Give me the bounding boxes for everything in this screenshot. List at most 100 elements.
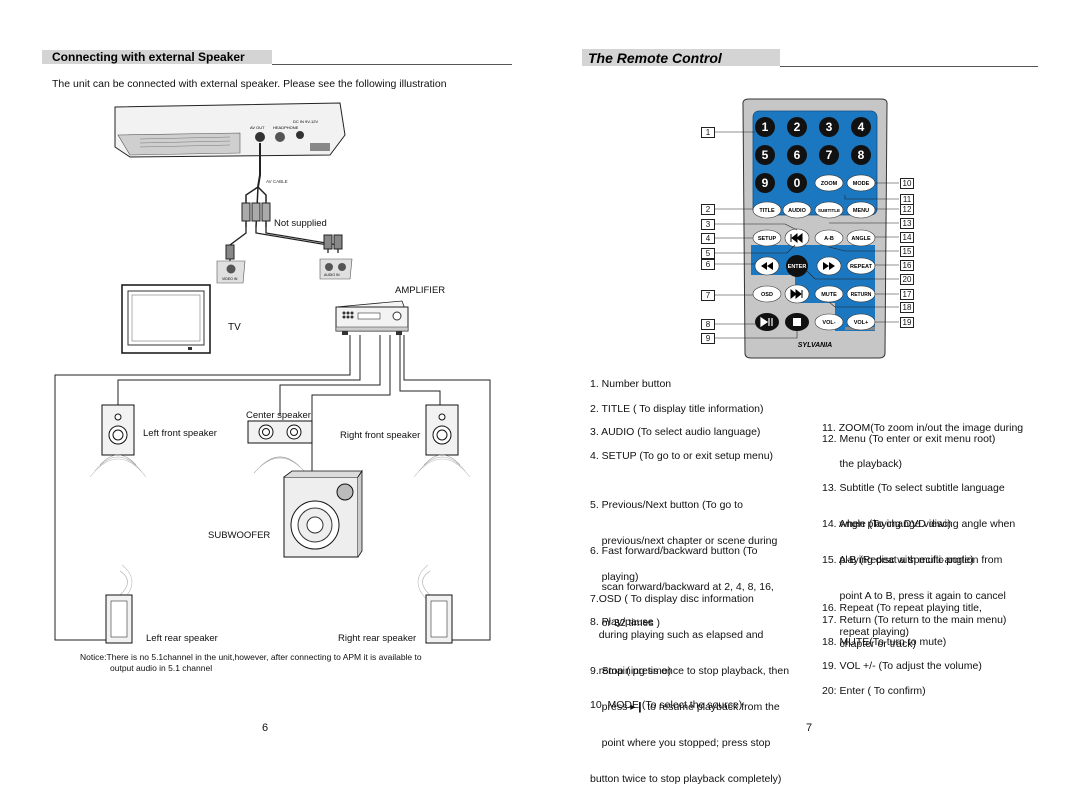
page-number-right: 7 (806, 722, 813, 734)
desc-7: 7.OSD ( To display disc information duri… (590, 569, 763, 689)
remote-section-rule (780, 66, 1038, 67)
desc-line: 13. Subtitle (To select subtitle languag… (822, 482, 1005, 494)
desc-line: 17. Return (To return to the main menu) (822, 614, 1007, 626)
callout-3: 3 (701, 219, 715, 230)
number-4-button[interactable] (851, 117, 871, 137)
desc-16: 16. Repeat (To repeat playing title, cha… (822, 578, 982, 662)
ab-button[interactable] (814, 229, 844, 247)
subwoofer (283, 469, 363, 558)
desc-4: 4. SETUP (To go to or exit setup menu) (590, 450, 773, 462)
remote-section-title: The Remote Control (588, 50, 722, 66)
menu-button[interactable] (846, 201, 876, 219)
desc-14: 14. Angle (To change viewing angle when … (822, 494, 1015, 578)
subtitle-button[interactable] (814, 201, 844, 219)
mute-label: MUTE (821, 292, 837, 298)
desc-line: the playback) (822, 458, 902, 470)
number-9-button[interactable] (755, 173, 775, 193)
number-8-button[interactable] (851, 145, 871, 165)
desc-line: 9. Stop ( press once to stop playback, t… (590, 665, 790, 677)
desc-17: 17. Return (To return to the main menu) (822, 614, 1006, 626)
mode-label: MODE (853, 181, 870, 187)
vol-minus-button[interactable] (814, 313, 844, 331)
desc-line: 5. Previous/Next button (To go to (590, 499, 743, 511)
callout-15: 15 (900, 246, 914, 257)
left-rear-label: Left rear speaker (146, 633, 218, 644)
callout-1: 1 (701, 127, 715, 138)
desc-line: during playing such as elapsed and (590, 629, 764, 641)
desc-line: 20: Enter ( To confirm) (822, 685, 926, 697)
remote-control-figure: 1 2 3 4 5 6 7 8 9 0 ZOOM MODE TITLE AUDI… (715, 98, 899, 359)
angle-button[interactable] (846, 229, 876, 247)
desc-13: 13. Subtitle (To select subtitle languag… (822, 458, 1005, 542)
osd-button[interactable] (752, 285, 782, 303)
audio-label: AUDIO (788, 208, 806, 214)
desc-line: remaining time) (590, 665, 672, 677)
number-6-button[interactable] (787, 145, 807, 165)
number-5-button[interactable] (755, 145, 775, 165)
audio-in-label: AUDIO IN (324, 273, 340, 277)
repeat-label: REPEAT (850, 264, 873, 270)
number-3-button[interactable] (819, 117, 839, 137)
left-front-label: Left front speaker (143, 428, 217, 439)
repeat-button[interactable] (846, 257, 876, 275)
number-1-button[interactable] (755, 117, 775, 137)
return-label: RETURN (851, 292, 872, 298)
number-0-button[interactable] (787, 173, 807, 193)
desc-20: 20: Enter ( To confirm) (822, 685, 926, 697)
desc-8: 8. Play/pause (590, 616, 654, 628)
desc-line: 14. Angle (To change viewing angle when (822, 518, 1016, 530)
headphone-label: HEADPHONE (273, 125, 299, 130)
desc-line: point A to B, press it again to cancel (822, 590, 1006, 602)
number-1-label: 1 (762, 120, 769, 134)
callout-13: 13 (900, 218, 914, 229)
number-7-button[interactable] (819, 145, 839, 165)
dvd-player (114, 102, 346, 158)
connection-diagram: AV OUT HEADPHONE DC IN 9V-12V AV CABLE N… (54, 102, 491, 644)
callout-10: 10 (900, 178, 914, 189)
desc-line: repeat playing) (822, 626, 909, 638)
callout-9: 9 (701, 333, 715, 344)
section-title-bar (42, 50, 272, 64)
desc-15: 15. A-B (Repeat a specific portion from … (822, 530, 1006, 650)
angle-label: ANGLE (851, 236, 871, 242)
osd-label: OSD (761, 292, 773, 298)
fast-backward-icon (761, 262, 773, 270)
callout-8: 8 (701, 319, 715, 330)
section-title: Connecting with external Speaker (52, 50, 245, 64)
menu-label: MENU (853, 208, 869, 214)
desc-line: previous/next chapter or scene during (590, 535, 778, 547)
desc-line: scan forward/backward at 2, 4, 8, 16, (590, 581, 774, 593)
section-rule (272, 64, 512, 65)
desc-2: 2. TITLE ( To display title information) (590, 403, 764, 415)
intro-text: The unit can be connected with external … (52, 78, 447, 90)
stop-icon (793, 318, 801, 326)
zoom-button[interactable] (814, 174, 844, 192)
tv (121, 284, 211, 354)
next-icon (790, 288, 803, 300)
desc-line: 19. VOL +/- (To adjust the volume) (822, 660, 982, 672)
title-button[interactable] (752, 201, 782, 219)
desc-line: 6. Fast forward/backward button (To (590, 545, 758, 557)
desc-line: 1. Number button (590, 378, 672, 390)
av-cable-label: AV CABLE (266, 179, 288, 184)
enter-button[interactable] (786, 255, 808, 277)
audio-button[interactable] (782, 201, 812, 219)
desc-line: 4. SETUP (To go to or exit setup menu) (590, 450, 774, 462)
dc-in-label: DC IN 9V-12V (293, 119, 318, 124)
desc-line: or 32 times ) (590, 617, 661, 629)
desc-10: 10. MODE (To select the source) (590, 699, 742, 711)
previous-icon (790, 232, 803, 244)
notice-line-2: output audio in 5.1 channel (110, 663, 213, 673)
number-9-label: 9 (762, 176, 769, 190)
callout-5: 5 (701, 248, 715, 259)
zoom-label: ZOOM (821, 181, 838, 187)
callout-20: 20 (900, 274, 914, 285)
av-cable (225, 143, 343, 263)
desc-line: 18. MUTE(To turn to mute) (822, 636, 947, 648)
number-5-label: 5 (762, 148, 769, 162)
number-2-button[interactable] (787, 117, 807, 137)
desc-line: 12. Menu (To enter or exit menu root) (822, 433, 996, 445)
enter-label: ENTER (788, 264, 807, 270)
number-2-label: 2 (794, 120, 801, 134)
speaker-wires (54, 335, 491, 641)
